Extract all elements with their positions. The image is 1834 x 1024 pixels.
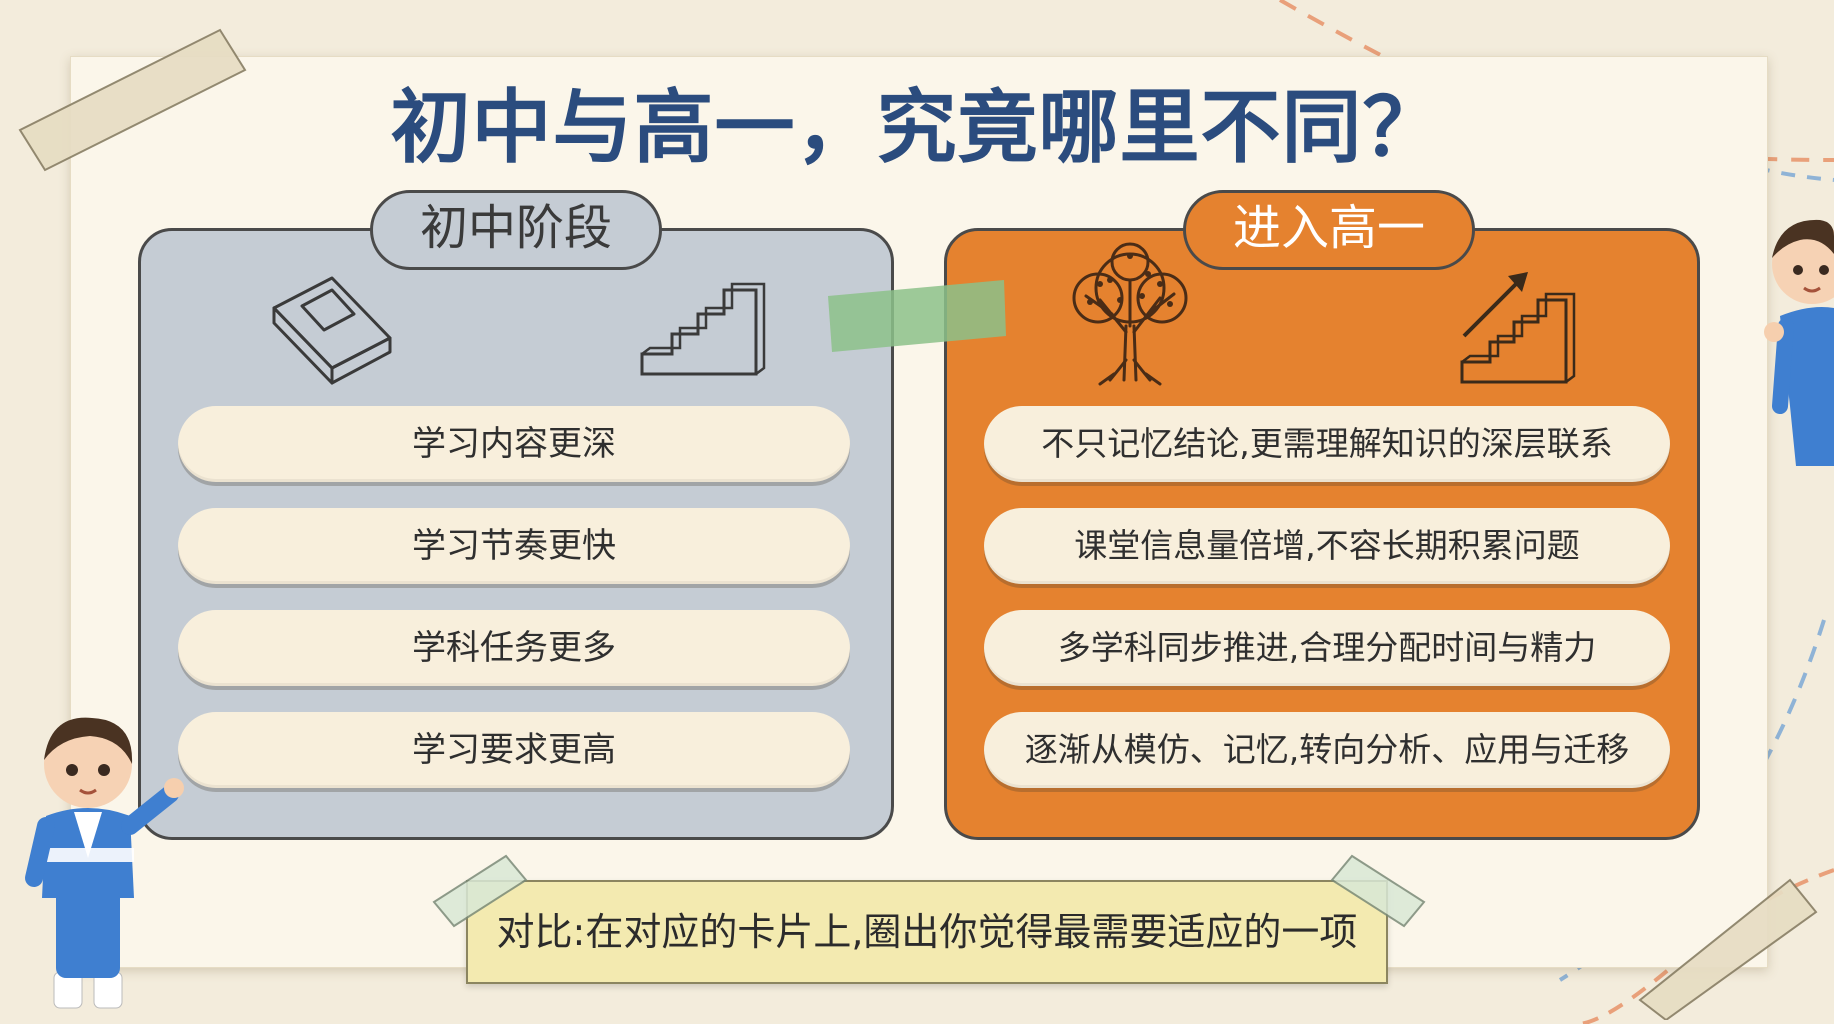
senior-item-2[interactable]: 课堂信息量倍增,不容长期积累问题: [984, 508, 1670, 584]
junior-item-3[interactable]: 学科任务更多: [178, 610, 850, 686]
senior-tab: 进入高一: [1183, 190, 1475, 270]
senior-item-4[interactable]: 逐渐从模仿、记忆,转向分析、应用与迁移: [984, 712, 1670, 788]
student-character-right: [1764, 219, 1834, 466]
tape-bottom-right: [1638, 878, 1818, 1020]
junior-tab: 初中阶段: [370, 190, 662, 270]
student-character-left: [25, 717, 184, 1009]
junior-item-4[interactable]: 学习要求更高: [178, 712, 850, 788]
tape-top-left: [18, 28, 247, 172]
tape-banner-left: [432, 854, 528, 928]
junior-item-2[interactable]: 学习节奏更快: [178, 508, 850, 584]
prompt-banner: 对比:在对应的卡片上,圈出你觉得最需要适应的一项: [466, 880, 1388, 984]
senior-item-1[interactable]: 不只记忆结论,更需理解知识的深层联系: [984, 406, 1670, 482]
tape-banner-right: [1330, 854, 1426, 928]
rising-stairs-arrow-icon: [1460, 272, 1576, 384]
tape-green-center: [828, 280, 1006, 352]
tree-icon: [1072, 242, 1188, 386]
stairs-icon: [640, 282, 766, 376]
senior-item-3[interactable]: 多学科同步推进,合理分配时间与精力: [984, 610, 1670, 686]
junior-item-1[interactable]: 学习内容更深: [178, 406, 850, 482]
book-icon: [272, 276, 392, 385]
page-title: 初中与高一，究竟哪里不同？: [390, 81, 1444, 174]
